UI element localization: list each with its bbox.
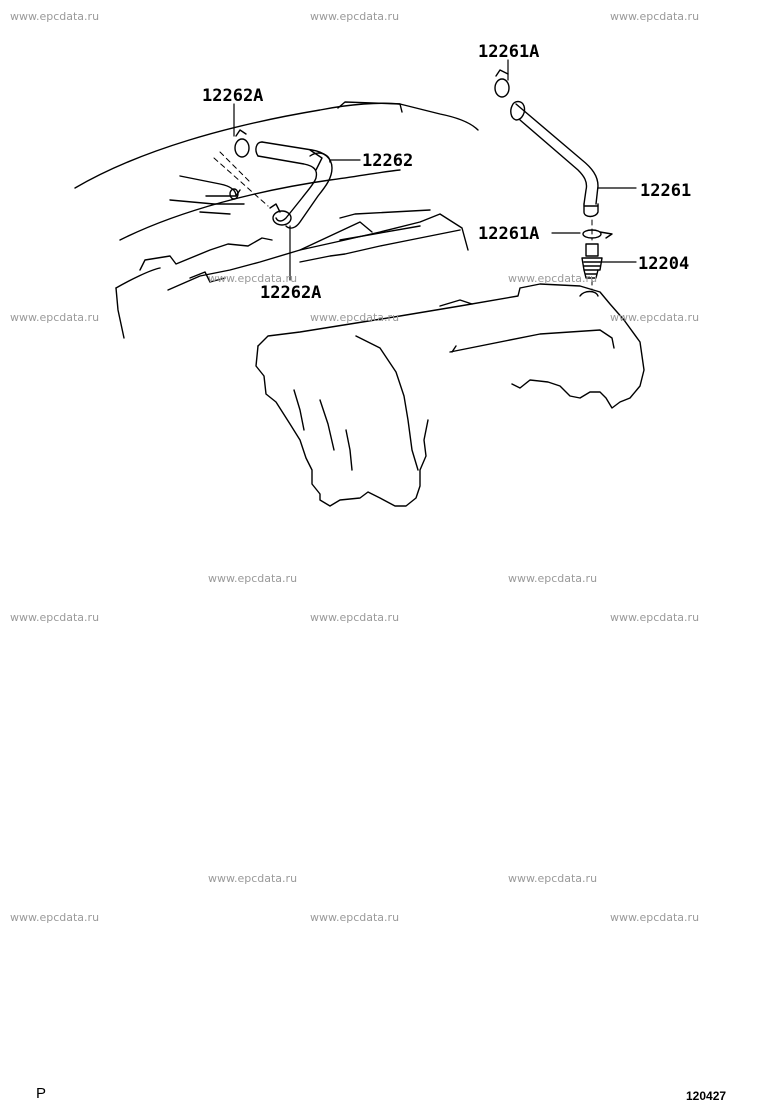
watermark: www.epcdata.ru bbox=[10, 611, 100, 624]
callout-12261a-mid[interactable]: 12261A bbox=[478, 224, 540, 244]
pcv-valve-12204 bbox=[581, 243, 603, 279]
watermark: www.epcdata.ru bbox=[610, 311, 700, 324]
watermark: www.epcdata.ru bbox=[508, 272, 598, 285]
watermark: www.epcdata.ru bbox=[508, 872, 598, 885]
watermark: www.epcdata.ru bbox=[508, 572, 598, 585]
watermark: www.epcdata.ru bbox=[310, 10, 400, 23]
hose-12261 bbox=[510, 100, 599, 218]
watermark: www.epcdata.ru bbox=[310, 611, 400, 624]
callout-12204[interactable]: 12204 bbox=[638, 254, 690, 274]
callout-12261a-top[interactable]: 12261A bbox=[478, 42, 540, 62]
cam-cover-outline bbox=[255, 283, 645, 507]
watermark: www.epcdata.ru bbox=[10, 311, 100, 324]
hose-clamp-12262a-upper bbox=[234, 129, 250, 158]
watermark: www.epcdata.ru bbox=[208, 272, 298, 285]
watermark: www.epcdata.ru bbox=[610, 911, 700, 924]
leader-lines bbox=[233, 59, 637, 281]
callout-12262a-bottom[interactable]: 12262A bbox=[260, 283, 322, 303]
callout-12262[interactable]: 12262 bbox=[362, 151, 414, 171]
watermark: www.epcdata.ru bbox=[310, 911, 400, 924]
callout-12261[interactable]: 12261 bbox=[640, 181, 692, 201]
watermark: www.epcdata.ru bbox=[610, 611, 700, 624]
watermark: www.epcdata.ru bbox=[10, 10, 100, 23]
hose-12262 bbox=[255, 141, 333, 229]
hose-clamp-12261a-lower bbox=[582, 229, 613, 239]
watermark: www.epcdata.ru bbox=[208, 872, 298, 885]
hose-clamp-12261a-upper bbox=[494, 69, 510, 98]
watermark: www.epcdata.ru bbox=[208, 572, 298, 585]
manifold-fitting bbox=[169, 175, 245, 215]
watermark: www.epcdata.ru bbox=[610, 10, 700, 23]
watermark: www.epcdata.ru bbox=[310, 311, 400, 324]
footer-left-mark: P bbox=[36, 1085, 47, 1102]
hose-clamp-12262a-lower bbox=[269, 203, 292, 226]
callout-12262a-top[interactable]: 12262A bbox=[202, 86, 264, 106]
engine-outline bbox=[74, 101, 479, 339]
watermark: www.epcdata.ru bbox=[10, 911, 100, 924]
guide-lines-left bbox=[213, 151, 269, 207]
figure-number: 120427 bbox=[686, 1089, 727, 1103]
